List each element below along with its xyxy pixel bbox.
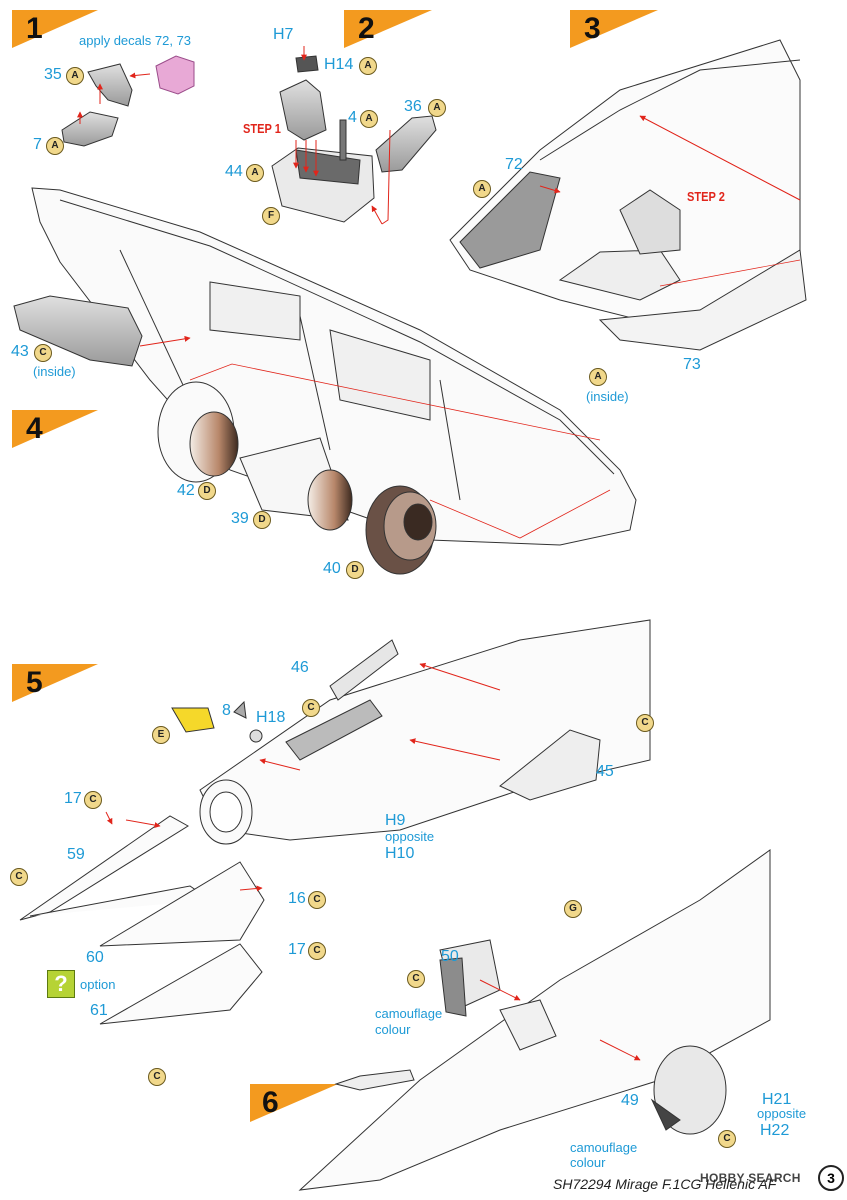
banner-2: [344, 10, 432, 48]
step1-parts: [61, 55, 195, 147]
part-label-44: 44: [225, 163, 243, 180]
part-label-17a: 17: [64, 790, 82, 807]
step-number-3: 3: [584, 12, 601, 45]
part-label-42: 42: [177, 482, 195, 499]
part-label-h10: H10: [385, 845, 415, 862]
badge-c-49: C: [718, 1130, 736, 1152]
badge-c-17a: C: [84, 791, 102, 813]
banner-5: [12, 664, 98, 702]
banner-1: [12, 10, 98, 48]
badge-d-39: D: [253, 511, 271, 533]
badge-f-44: F: [262, 207, 280, 229]
part-label-8: 8: [222, 702, 231, 719]
seat-back-35: [87, 63, 133, 107]
note-colour-50: colour: [375, 1022, 411, 1037]
part-label-60: 60: [86, 949, 104, 966]
part-43: [13, 295, 143, 367]
part-label-h18: H18: [256, 709, 286, 726]
note-apply-decals: apply decals 72, 73: [79, 33, 192, 48]
badge-c-right: C: [636, 714, 654, 736]
decal-72-73: [155, 55, 195, 95]
part-label-46: 46: [291, 659, 309, 676]
badge-c-nose: C: [10, 868, 28, 890]
footer-title: SH72294 Mirage F.1CG Hellenic AF: [553, 1176, 777, 1192]
badge-g-6: G: [564, 900, 582, 922]
note-inside-73: (inside): [586, 389, 629, 404]
badge-a-73: A: [589, 368, 607, 390]
part-label-45: 45: [596, 763, 614, 780]
part-label-h21: H21: [762, 1091, 792, 1108]
part-label-17b: 17: [288, 941, 306, 958]
note-opposite-h22: opposite: [757, 1106, 807, 1121]
note-inside-43: (inside): [33, 364, 76, 379]
part-label-h22: H22: [760, 1122, 790, 1139]
step-banners: [12, 10, 658, 1122]
part-label-50: 50: [441, 948, 459, 965]
part-label-16: 16: [288, 890, 306, 907]
option-icon: ?: [47, 970, 75, 998]
badge-c-46: C: [302, 699, 320, 721]
note-camouflage-50: camouflage: [375, 1006, 443, 1021]
badge-c-61: C: [148, 1068, 166, 1090]
badge-c-17b: C: [308, 942, 326, 964]
badge-a-h14: A: [359, 57, 377, 79]
step-number-6: 6: [262, 1086, 279, 1119]
part-label-61: 61: [90, 1002, 108, 1019]
part-label-h9: H9: [385, 812, 406, 829]
banner-6: [250, 1084, 338, 1122]
badge-d-40: D: [346, 561, 364, 583]
step3-fuselage: [449, 39, 807, 351]
badge-a-35: A: [66, 67, 84, 89]
part-label-59: 59: [67, 846, 85, 863]
badge-c-50: C: [407, 970, 425, 992]
sub-step-2: STEP 2: [687, 189, 725, 204]
step2-cockpit: [271, 55, 437, 223]
tub-7: [61, 111, 119, 147]
sub-step-1: STEP 1: [243, 121, 281, 136]
part-label-39: 39: [231, 510, 249, 527]
part-label-72: 72: [505, 156, 523, 173]
part-label-36: 36: [404, 98, 422, 115]
step4-exhaust: [157, 381, 437, 575]
part-label-7: 7: [33, 136, 42, 153]
badge-a-44: A: [246, 164, 264, 186]
note-camouflage-49: camouflage: [570, 1140, 638, 1155]
watermark: HOBBY SEARCH: [700, 1171, 801, 1185]
step5-fuselage: [171, 619, 651, 845]
badge-d-42: D: [198, 482, 216, 504]
note-opposite-h10: opposite: [385, 829, 435, 844]
badge-a-72: A: [473, 180, 491, 202]
step-number-1: 1: [26, 12, 43, 45]
badge-e-decal: E: [152, 726, 170, 748]
part-label-35: 35: [44, 66, 62, 83]
step5-nose: [19, 815, 265, 1025]
part-label-73: 73: [683, 356, 701, 373]
badge-a-7: A: [46, 137, 64, 159]
page-number: 3: [818, 1165, 844, 1191]
part-label-49: 49: [621, 1092, 639, 1109]
step6-fuselage: [298, 849, 771, 1191]
note-colour-49: colour: [570, 1155, 606, 1170]
note-option: option: [80, 977, 116, 992]
part-label-40: 40: [323, 560, 341, 577]
part-label-4: 4: [348, 109, 357, 126]
step-number-5: 5: [26, 666, 43, 699]
part-label-h14: H14: [324, 56, 354, 73]
banner-3: [570, 10, 658, 48]
part-label-h7: H7: [273, 26, 294, 43]
step-number-2: 2: [358, 12, 375, 45]
part-label-43: 43: [11, 343, 29, 360]
badge-c-16: C: [308, 891, 326, 913]
fuselage-half: [31, 187, 637, 546]
step-number-4: 4: [26, 412, 43, 445]
badge-c-43: C: [34, 344, 52, 366]
badge-a-4: A: [360, 110, 378, 132]
badge-a-36: A: [428, 99, 446, 121]
banner-4: [12, 410, 98, 448]
